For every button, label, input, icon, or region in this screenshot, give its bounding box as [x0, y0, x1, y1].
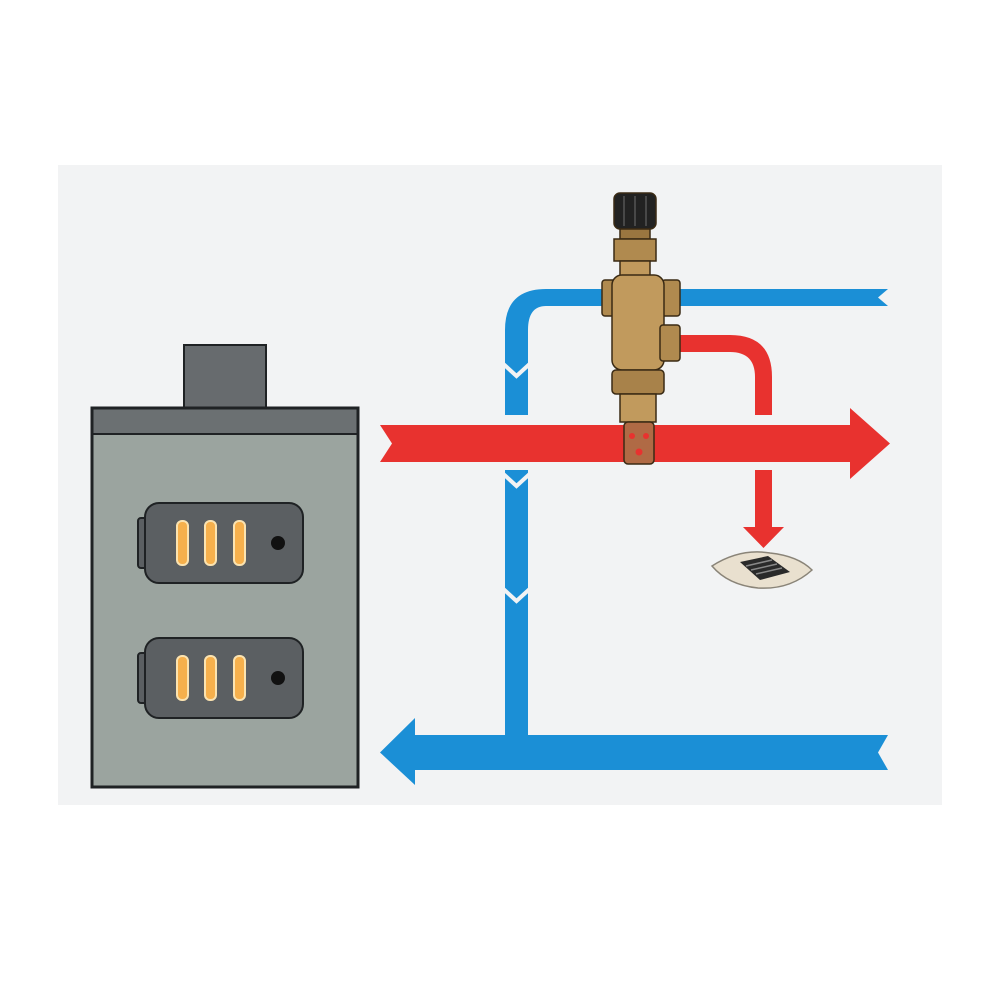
- cold-bypass-pipe: [505, 289, 610, 415]
- hot-discharge-flow: [665, 335, 784, 548]
- flow-arrow-icon: [497, 468, 536, 489]
- cold-return-arrow: [380, 718, 888, 785]
- discharge-arrow: [743, 470, 784, 548]
- burner-window-top: [137, 502, 304, 584]
- burner-window-bottom: [137, 637, 304, 719]
- boiler-top-band: [93, 409, 357, 434]
- flow-arrow-icon: [497, 583, 536, 604]
- flow-arrow-icon: [497, 358, 536, 379]
- flame-icon: [176, 520, 189, 566]
- chimney: [183, 344, 267, 411]
- flame-icon: [233, 655, 246, 701]
- boiler-body: [90, 406, 360, 789]
- valve-icon: [601, 192, 681, 465]
- indicator-dot: [271, 671, 285, 685]
- indicator-dot: [271, 536, 285, 550]
- flame-icon: [176, 655, 189, 701]
- flame-icon: [233, 520, 246, 566]
- boiler-icon: [90, 344, 360, 789]
- flame-icon: [204, 520, 217, 566]
- drain-icon: [710, 551, 814, 589]
- flame-icon: [204, 655, 217, 701]
